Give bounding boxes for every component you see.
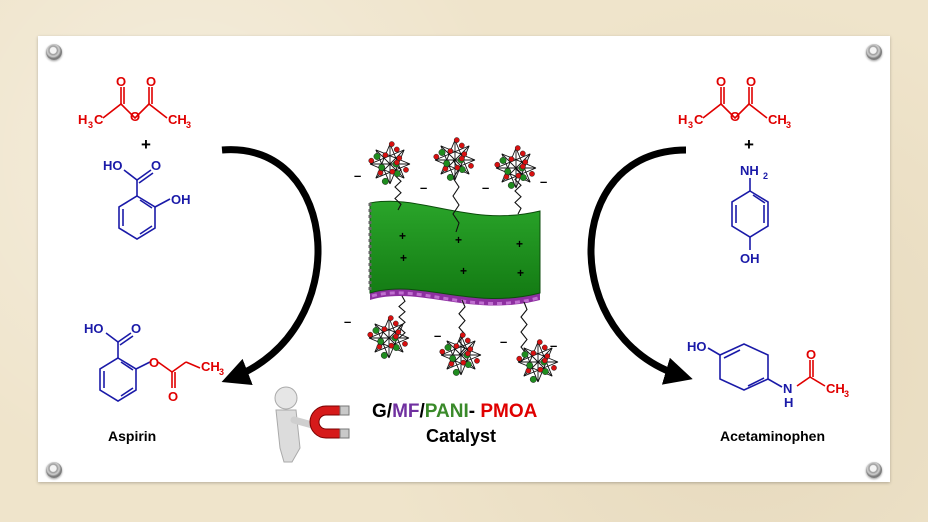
positive-charge-label: + (516, 237, 523, 251)
methyl-sub-label: 3 (219, 367, 224, 377)
reaction-arrow-right (587, 146, 693, 385)
catalyst-name-g: G (372, 401, 387, 422)
salicylic-acid (118, 169, 171, 240)
hydroxyl-label: HO (84, 321, 104, 336)
atom-o-label: O (716, 74, 726, 89)
methyl-sub-label: 3 (688, 120, 693, 130)
atom-o-bridge-label: O (130, 109, 140, 124)
amine-label: NH (740, 163, 759, 178)
methyl-sub-label: 3 (844, 389, 849, 399)
pin-icon (866, 44, 882, 60)
amide-n-label: N (783, 381, 792, 396)
acetaminophen-label: Acetaminophen (720, 428, 825, 444)
positive-charge-label: + (455, 233, 462, 247)
carbonyl-o-label: O (168, 389, 178, 404)
aspirin-label: Aspirin (108, 428, 156, 444)
reaction-arrow-left (221, 146, 322, 385)
negative-charge-label: – (354, 168, 361, 183)
pin-icon (866, 462, 882, 478)
methyl-label: CH (826, 381, 845, 396)
amide-h-label: H (784, 395, 793, 410)
catalyst-name: G/MF/PANI- PMOA (372, 401, 538, 422)
negative-charge-label: – (420, 180, 427, 195)
plus-sign: + (744, 135, 754, 154)
separator: / (387, 401, 393, 422)
catalyst-name-mf: MF (392, 401, 419, 422)
polyoxometalate-cluster-icon (439, 332, 482, 376)
methyl-label: CH (201, 359, 220, 374)
separator: / (420, 401, 426, 422)
atom-o-label: O (146, 74, 156, 89)
methyl-h-label: H (678, 112, 687, 127)
atom-o-label: O (116, 74, 126, 89)
methyl-sub-label: 3 (88, 120, 93, 130)
acetic-anhydride-right (702, 87, 768, 120)
methyl-label: CH (768, 112, 787, 127)
positive-charge-label: + (517, 266, 524, 280)
positive-charge-label: + (399, 229, 406, 243)
plus-sign: + (141, 135, 151, 154)
magnet-icon (309, 405, 350, 439)
linker-chain (452, 159, 460, 233)
polyoxometalate-cluster-icon (368, 141, 411, 185)
polyoxometalate-cluster-icon (433, 137, 476, 181)
methyl-label: CH (168, 112, 187, 127)
aspirin-structure (99, 332, 201, 402)
negative-charge-label: – (550, 338, 557, 353)
positive-charge-label: + (400, 251, 407, 265)
positive-charge-label: + (460, 264, 467, 278)
hydroxyl-label: OH (171, 192, 191, 207)
hydroxyl-label: HO (687, 339, 707, 354)
negative-charge-label: – (434, 328, 441, 343)
catalyst-name-pani: PANI (425, 401, 469, 422)
aminophenol (731, 178, 769, 250)
acetic-anhydride-left (102, 87, 168, 120)
separator: - (469, 401, 481, 422)
atom-o-label: O (746, 74, 756, 89)
methyl-h-label: H (78, 112, 87, 127)
linker-chain (398, 295, 406, 339)
catalyst-name-pmoa: PMOA (480, 401, 537, 422)
negative-charge-label: – (344, 314, 351, 329)
negative-charge-label: – (482, 180, 489, 195)
carbonyl-o-label: O (806, 347, 816, 362)
carbonyl-o-label: O (131, 321, 141, 336)
pin-icon (46, 462, 62, 478)
graphene-sheet (368, 200, 541, 306)
ester-o-label: O (149, 355, 159, 370)
methyl-c-label: C (94, 112, 104, 127)
polyoxometalate-cluster-icon (367, 315, 410, 359)
atom-o-bridge-label: O (730, 109, 740, 124)
carbonyl-o-label: O (151, 158, 161, 173)
polyoxometalate-cluster-icon (516, 339, 559, 383)
negative-charge-label: – (500, 334, 507, 349)
hydroxyl-label: OH (740, 251, 760, 266)
amine-sub-label: 2 (763, 171, 768, 181)
methyl-c-label: C (694, 112, 704, 127)
polyoxometalate-cluster-icon (494, 145, 537, 189)
catalyst-label: Catalyst (426, 426, 496, 446)
methyl-sub-label: 3 (786, 120, 791, 130)
hydroxyl-label: HO (103, 158, 123, 173)
acetaminophen-structure (707, 343, 826, 391)
methyl-sub-label: 3 (186, 120, 191, 130)
negative-charge-label: – (540, 174, 547, 189)
pin-icon (46, 44, 62, 60)
